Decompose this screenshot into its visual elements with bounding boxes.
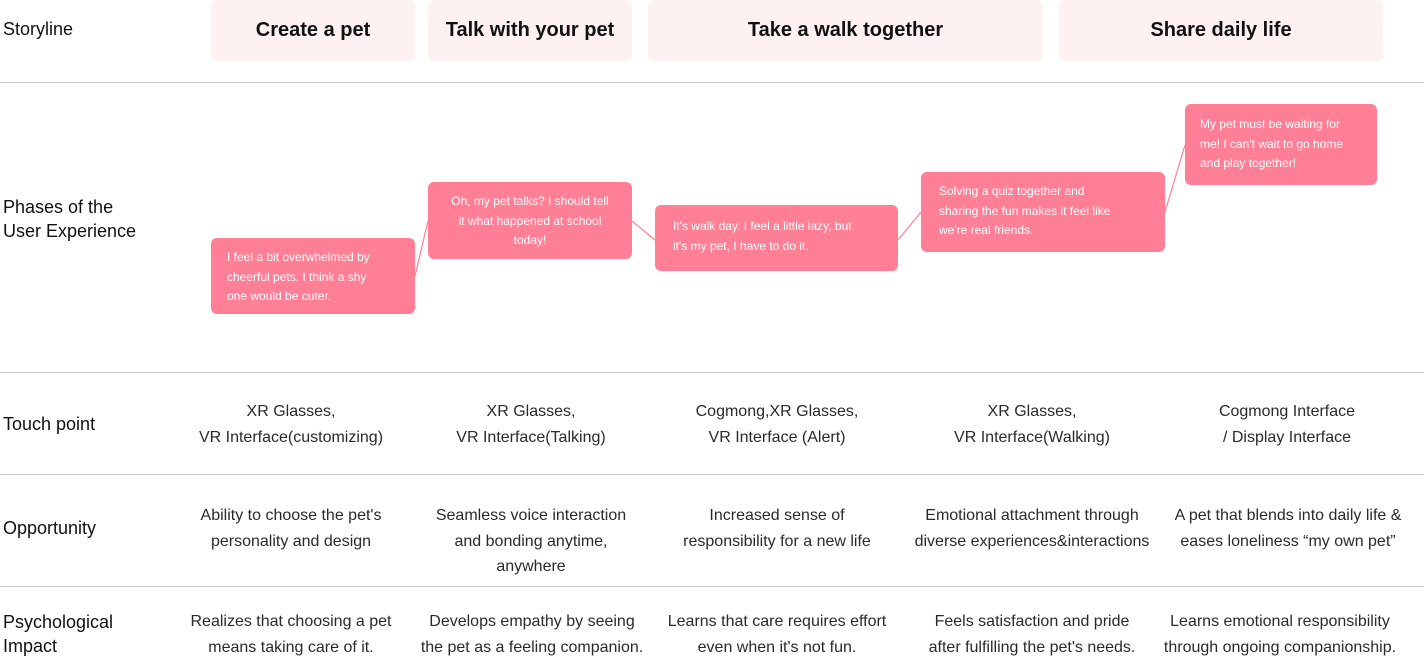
- phase-bubble-3-line-1: It's walk day. I feel a little lazy, but: [673, 219, 852, 233]
- impact-2-line-2: the pet as a feeling companion.: [420, 638, 644, 656]
- storyline-step-create-pet: Create a pet: [211, 0, 415, 61]
- phase-bubble-4-line-1: Solving a quiz together and: [939, 184, 1085, 198]
- opportunity-4-line-1: Emotional attachment through: [925, 507, 1139, 524]
- phase-bubble-2-line-3: today!: [513, 233, 547, 247]
- row-label-opportunity: Opportunity: [3, 518, 97, 538]
- impact-2: Develops empathy by seeing the pet as a …: [404, 609, 660, 660]
- phase-bubble-1: I feel a bit overwhelmed by cheerful pet…: [211, 238, 415, 314]
- touchpoint-2: XR Glasses, VR Interface(Talking): [406, 399, 656, 450]
- row-label-psych: Psychological Impact: [3, 610, 113, 658]
- opportunity-2-line-1: Seamless voice interaction: [435, 507, 627, 524]
- phase-bubble-2-line-2: it what happened at school: [458, 213, 602, 228]
- divider-storyline: [0, 82, 1424, 83]
- impact-5-line-1: Learns emotional responsibility: [1170, 613, 1390, 630]
- phase-bubble-1-line-2: cheerful pets. I think a shy: [227, 269, 367, 284]
- impact-5: Learns emotional responsibility through …: [1152, 609, 1408, 660]
- touchpoint-2-line-2: VR Interface(Talking): [456, 428, 606, 446]
- phase-bubble-2: Oh, my pet talks? I should tell it what …: [428, 182, 632, 259]
- opportunity-2: Seamless voice interaction and bonding a…: [406, 503, 656, 580]
- opportunity-1-line-2: personality and design: [210, 532, 372, 550]
- opportunity-2-line-2: and bonding anytime,: [454, 532, 608, 550]
- touchpoint-5-line-1: Cogmong Interface: [1218, 403, 1356, 420]
- phase-bubble-3: It's walk day. I feel a little lazy, but…: [655, 205, 898, 271]
- phase-bubble-3-line-2: it's my pet, I have to do it.: [673, 238, 809, 253]
- row-label-phases: Phases of the User Experience: [3, 195, 136, 243]
- connector-2: [631, 220, 656, 241]
- impact-1: Realizes that choosing a pet means takin…: [166, 609, 416, 660]
- row-label-phases-line-1: Phases of the: [3, 197, 114, 217]
- phase-bubble-5-line-2: me! I can't wait to go home: [1200, 136, 1344, 151]
- phase-bubble-1-line-3: one would be cuter.: [227, 289, 332, 303]
- divider-phases: [0, 372, 1424, 373]
- divider-opportunity: [0, 586, 1424, 587]
- phase-bubble-5-line-1: My pet must be waiting for: [1200, 117, 1341, 131]
- impact-4-line-1: Feels satisfaction and pride: [934, 613, 1130, 630]
- touchpoint-3: Cogmong,XR Glasses, VR Interface (Alert): [652, 399, 902, 450]
- phase-bubble-4-line-2: sharing the fun makes it feel like: [939, 203, 1111, 218]
- touchpoint-5-line-2: / Display Interface: [1222, 428, 1352, 446]
- impact-3-line-2: even when it's not fun.: [697, 638, 857, 656]
- phase-bubble-4: Solving a quiz together and sharing the …: [921, 172, 1165, 252]
- impact-4-line-2: after fulfilling the pet's needs.: [928, 638, 1136, 656]
- impact-1-line-1: Realizes that choosing a pet: [190, 613, 392, 630]
- opportunity-4-line-2: diverse experiences&interactions: [914, 532, 1150, 550]
- phase-bubble-5-line-3: and play together!: [1200, 156, 1297, 170]
- phase-bubble-2-line-1: Oh, my pet talks? I should tell: [451, 194, 609, 208]
- opportunity-4: Emotional attachment through diverse exp…: [895, 503, 1169, 554]
- storyline-step-walk: Take a walk together: [648, 0, 1043, 61]
- phase-bubble-1-line-1: I feel a bit overwhelmed by: [227, 250, 370, 264]
- opportunity-2-line-3: anywhere: [496, 558, 566, 575]
- storyline-step-talk: Talk with your pet: [428, 0, 632, 61]
- touchpoint-2-line-1: XR Glasses,: [486, 403, 576, 420]
- impact-3: Learns that care requires effort even wh…: [652, 609, 902, 660]
- opportunity-3: Increased sense of responsibility for a …: [652, 503, 902, 554]
- touchpoint-5: Cogmong Interface / Display Interface: [1162, 399, 1412, 450]
- opportunity-3-line-1: Increased sense of: [709, 507, 845, 524]
- touchpoint-4: XR Glasses, VR Interface(Walking): [907, 399, 1157, 450]
- touchpoint-3-line-1: Cogmong,XR Glasses,: [695, 403, 859, 420]
- impact-2-line-1: Develops empathy by seeing: [429, 613, 635, 630]
- touchpoint-1-line-2: VR Interface(customizing): [198, 428, 384, 446]
- impact-5-line-2: through ongoing companionship.: [1163, 638, 1397, 656]
- opportunity-1: Ability to choose the pet's personality …: [166, 503, 416, 554]
- touchpoint-3-line-2: VR Interface (Alert): [708, 428, 846, 446]
- impact-1-line-2: means taking care of it.: [208, 638, 374, 656]
- impact-4: Feels satisfaction and pride after fulfi…: [907, 609, 1157, 660]
- connector-1: [414, 220, 429, 277]
- opportunity-1-line-1: Ability to choose the pet's: [200, 507, 382, 524]
- connector-4: [1164, 144, 1186, 213]
- touchpoint-4-line-1: XR Glasses,: [987, 403, 1077, 420]
- phase-bubble-5: My pet must be waiting for me! I can't w…: [1185, 104, 1377, 185]
- row-label-psych-line-1: Psychological: [3, 612, 114, 632]
- opportunity-5-line-2: eases loneliness “my own pet”: [1180, 532, 1396, 550]
- phase-bubble-4-line-3: we're real friends.: [939, 223, 1034, 237]
- opportunity-3-line-2: responsibility for a new life: [683, 532, 871, 550]
- touchpoint-1: XR Glasses, VR Interface(customizing): [166, 399, 416, 450]
- touchpoint-1-line-1: XR Glasses,: [246, 403, 336, 420]
- row-label-storyline: Storyline: [3, 19, 74, 39]
- divider-touchpoint: [0, 474, 1424, 475]
- opportunity-5: A pet that blends into daily life & ease…: [1152, 503, 1424, 554]
- touchpoint-4-line-2: VR Interface(Walking): [954, 428, 1110, 446]
- impact-3-line-1: Learns that care requires effort: [667, 613, 887, 630]
- row-label-phases-line-2: User Experience: [3, 221, 137, 241]
- connector-3: [897, 211, 922, 241]
- opportunity-5-line-1: A pet that blends into daily life &: [1174, 507, 1402, 524]
- storyline-step-share: Share daily life: [1059, 0, 1383, 61]
- row-label-psych-line-2: Impact: [3, 636, 58, 656]
- row-label-touchpoint: Touch point: [3, 414, 96, 434]
